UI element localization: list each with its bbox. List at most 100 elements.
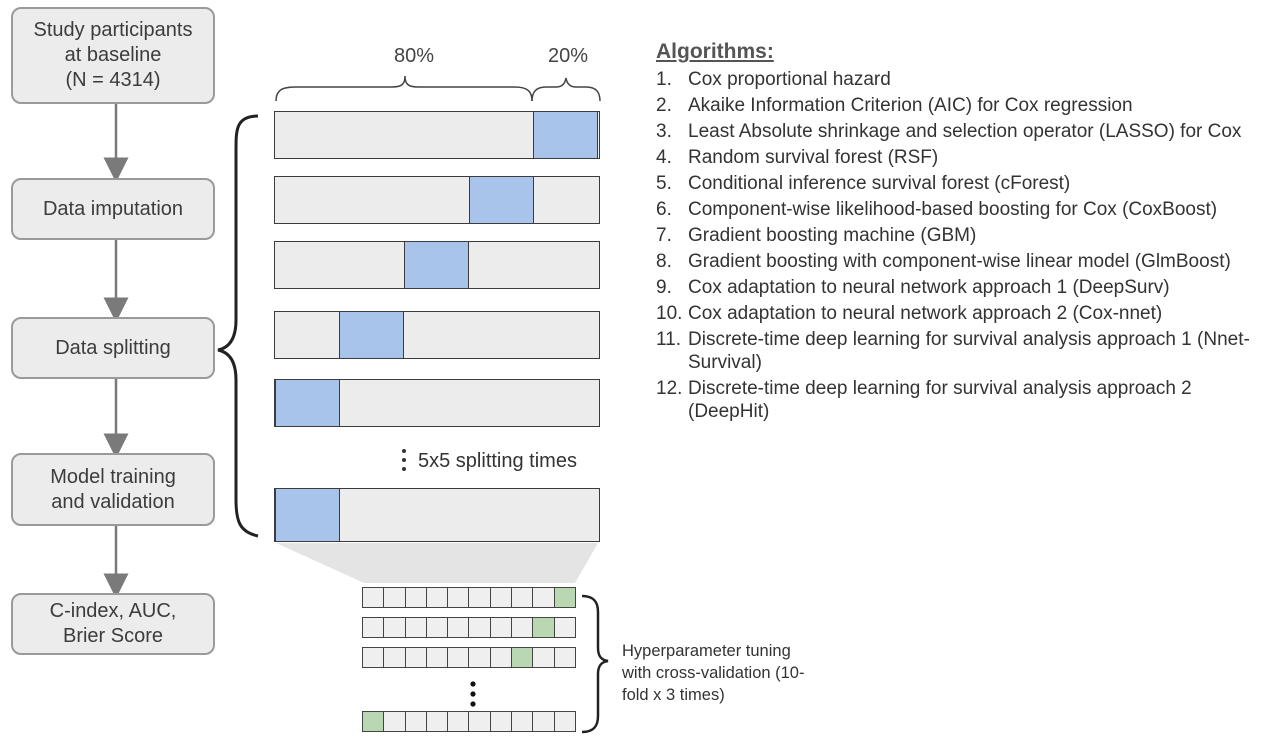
- fold-cell: [383, 711, 406, 732]
- split-bar: [274, 378, 600, 427]
- fold-cell: [404, 647, 427, 668]
- algorithm-name: Conditional inference survival forest (c…: [688, 173, 1071, 194]
- flow-step-imputation: Data imputation: [11, 178, 215, 240]
- validation-fold-cell: [553, 587, 576, 608]
- algorithm-name: Cox adaptation to neural network approac…: [688, 303, 1163, 324]
- algorithms-title: Algorithms:: [656, 40, 774, 63]
- algorithm-number: 3.: [656, 121, 672, 142]
- algorithm-name: Random survival forest (RSF): [688, 147, 939, 168]
- algorithm-number: 7.: [656, 225, 672, 246]
- algorithm-number: 12.: [656, 378, 683, 399]
- algorithm-name: Least Absolute shrinkage and selection o…: [688, 121, 1242, 142]
- algorithm-number: 2.: [656, 95, 672, 116]
- fold-cell: [489, 617, 513, 638]
- split-bar: [274, 110, 600, 159]
- algorithm-number: 5.: [656, 173, 672, 194]
- fold-cell: [447, 711, 470, 732]
- flow-step-label: Data splitting: [55, 336, 171, 359]
- fold-dot: [470, 681, 476, 687]
- fold-cell: [404, 617, 427, 638]
- algorithm-name: Gradient boosting machine (GBM): [688, 225, 977, 246]
- algorithm-item: 6. Component-wise likelihood-based boosti…: [656, 198, 1276, 221]
- algorithm-item: 8. Gradient boosting with component-wise …: [656, 250, 1276, 273]
- train-brace: [275, 75, 533, 102]
- validation-fold-cell: [511, 647, 534, 668]
- fold-cell: [511, 587, 534, 608]
- fold-cell: [383, 587, 406, 608]
- split-bar: [274, 240, 600, 289]
- algorithm-item: 7. Gradient boosting machine (GBM): [656, 224, 1276, 247]
- algorithm-item: 4. Random survival forest (RSF): [656, 146, 1276, 169]
- fold-cell: [511, 617, 534, 638]
- test-block: [275, 487, 340, 542]
- fold-cell: [383, 647, 406, 668]
- fold-cell: [468, 647, 491, 668]
- fold-cell: [425, 647, 449, 668]
- flow-step-splitting: Data splitting: [11, 317, 215, 379]
- fold-cell: [468, 587, 491, 608]
- split-dot: [402, 449, 406, 453]
- split-dot: [402, 467, 406, 471]
- tuning-brace: [581, 594, 609, 734]
- fold-cell: [468, 711, 491, 732]
- test-percent-label: 20%: [548, 45, 589, 67]
- algorithm-number: 11.: [656, 329, 682, 350]
- flow-step-label: C-index, AUC, Brier Score: [49, 600, 177, 647]
- algorithm-name: Discrete-time deep learning for survival…: [688, 378, 1192, 422]
- fold-cell: [489, 711, 513, 732]
- fold-cell: [468, 617, 491, 638]
- algorithm-name: Cox proportional hazard: [688, 69, 891, 90]
- algorithm-item: 12.Discrete-time deep learning for survi…: [656, 377, 1276, 423]
- fold-cell: [362, 587, 385, 608]
- fold-cell: [404, 711, 427, 732]
- fold-cell: [404, 587, 427, 608]
- fold-cell: [362, 617, 385, 638]
- test-block: [404, 240, 469, 289]
- algorithm-name: Cox adaptation to neural network approac…: [688, 277, 1170, 298]
- fold-row: [362, 647, 576, 668]
- algorithm-item: 1. Cox proportional hazard: [656, 68, 1276, 91]
- split-dot: [402, 458, 406, 462]
- split-bar: [274, 487, 600, 542]
- algorithm-item: 9.Cox adaptation to neural network appro…: [656, 276, 1276, 299]
- fold-row: [362, 711, 576, 732]
- fold-row: [362, 617, 576, 638]
- fold-cell: [489, 647, 513, 668]
- fold-cell: [362, 647, 385, 668]
- fold-cell: [489, 587, 513, 608]
- fold-cell: [532, 647, 555, 668]
- algorithm-item: 11.Discrete-time deep learning for survi…: [656, 328, 1276, 374]
- fold-dot: [470, 701, 476, 707]
- validation-fold-cell: [362, 711, 385, 732]
- split-bar: [274, 310, 600, 359]
- flow-step-label: Study participants at baseline (N = 4314…: [33, 19, 193, 91]
- split-bar: [274, 175, 600, 224]
- test-block: [469, 175, 534, 224]
- fold-cell: [447, 587, 470, 608]
- fold-cell: [511, 711, 534, 732]
- algorithm-number: 4.: [656, 147, 672, 168]
- algorithm-number: 6.: [656, 199, 672, 220]
- algorithm-item: 5. Conditional inference survival forest …: [656, 172, 1276, 195]
- algorithm-name: Gradient boosting with component-wise li…: [688, 251, 1231, 272]
- splitting-times-label: 5x5 splitting times: [418, 450, 577, 472]
- test-block: [533, 110, 598, 159]
- algorithm-number: 8.: [656, 251, 672, 272]
- fold-cell: [532, 587, 555, 608]
- flow-step-label: Data imputation: [42, 197, 184, 220]
- train-percent-label: 80%: [394, 45, 435, 67]
- hyperparameter-tuning-label: Hyperparameter tuning with cross-validat…: [622, 642, 805, 704]
- fold-cell: [447, 647, 470, 668]
- fold-cell: [532, 711, 555, 732]
- fold-cell: [553, 711, 576, 732]
- algorithm-number: 1.: [656, 69, 672, 90]
- algorithm-name: Component-wise likelihood-based boosting…: [688, 199, 1218, 220]
- fold-cell: [383, 617, 406, 638]
- test-block: [339, 310, 404, 359]
- flow-step-training: Model training and validation: [11, 453, 215, 526]
- fold-cell: [425, 617, 449, 638]
- flow-step-label: Model training and validation: [50, 465, 176, 513]
- validation-fold-cell: [532, 617, 555, 638]
